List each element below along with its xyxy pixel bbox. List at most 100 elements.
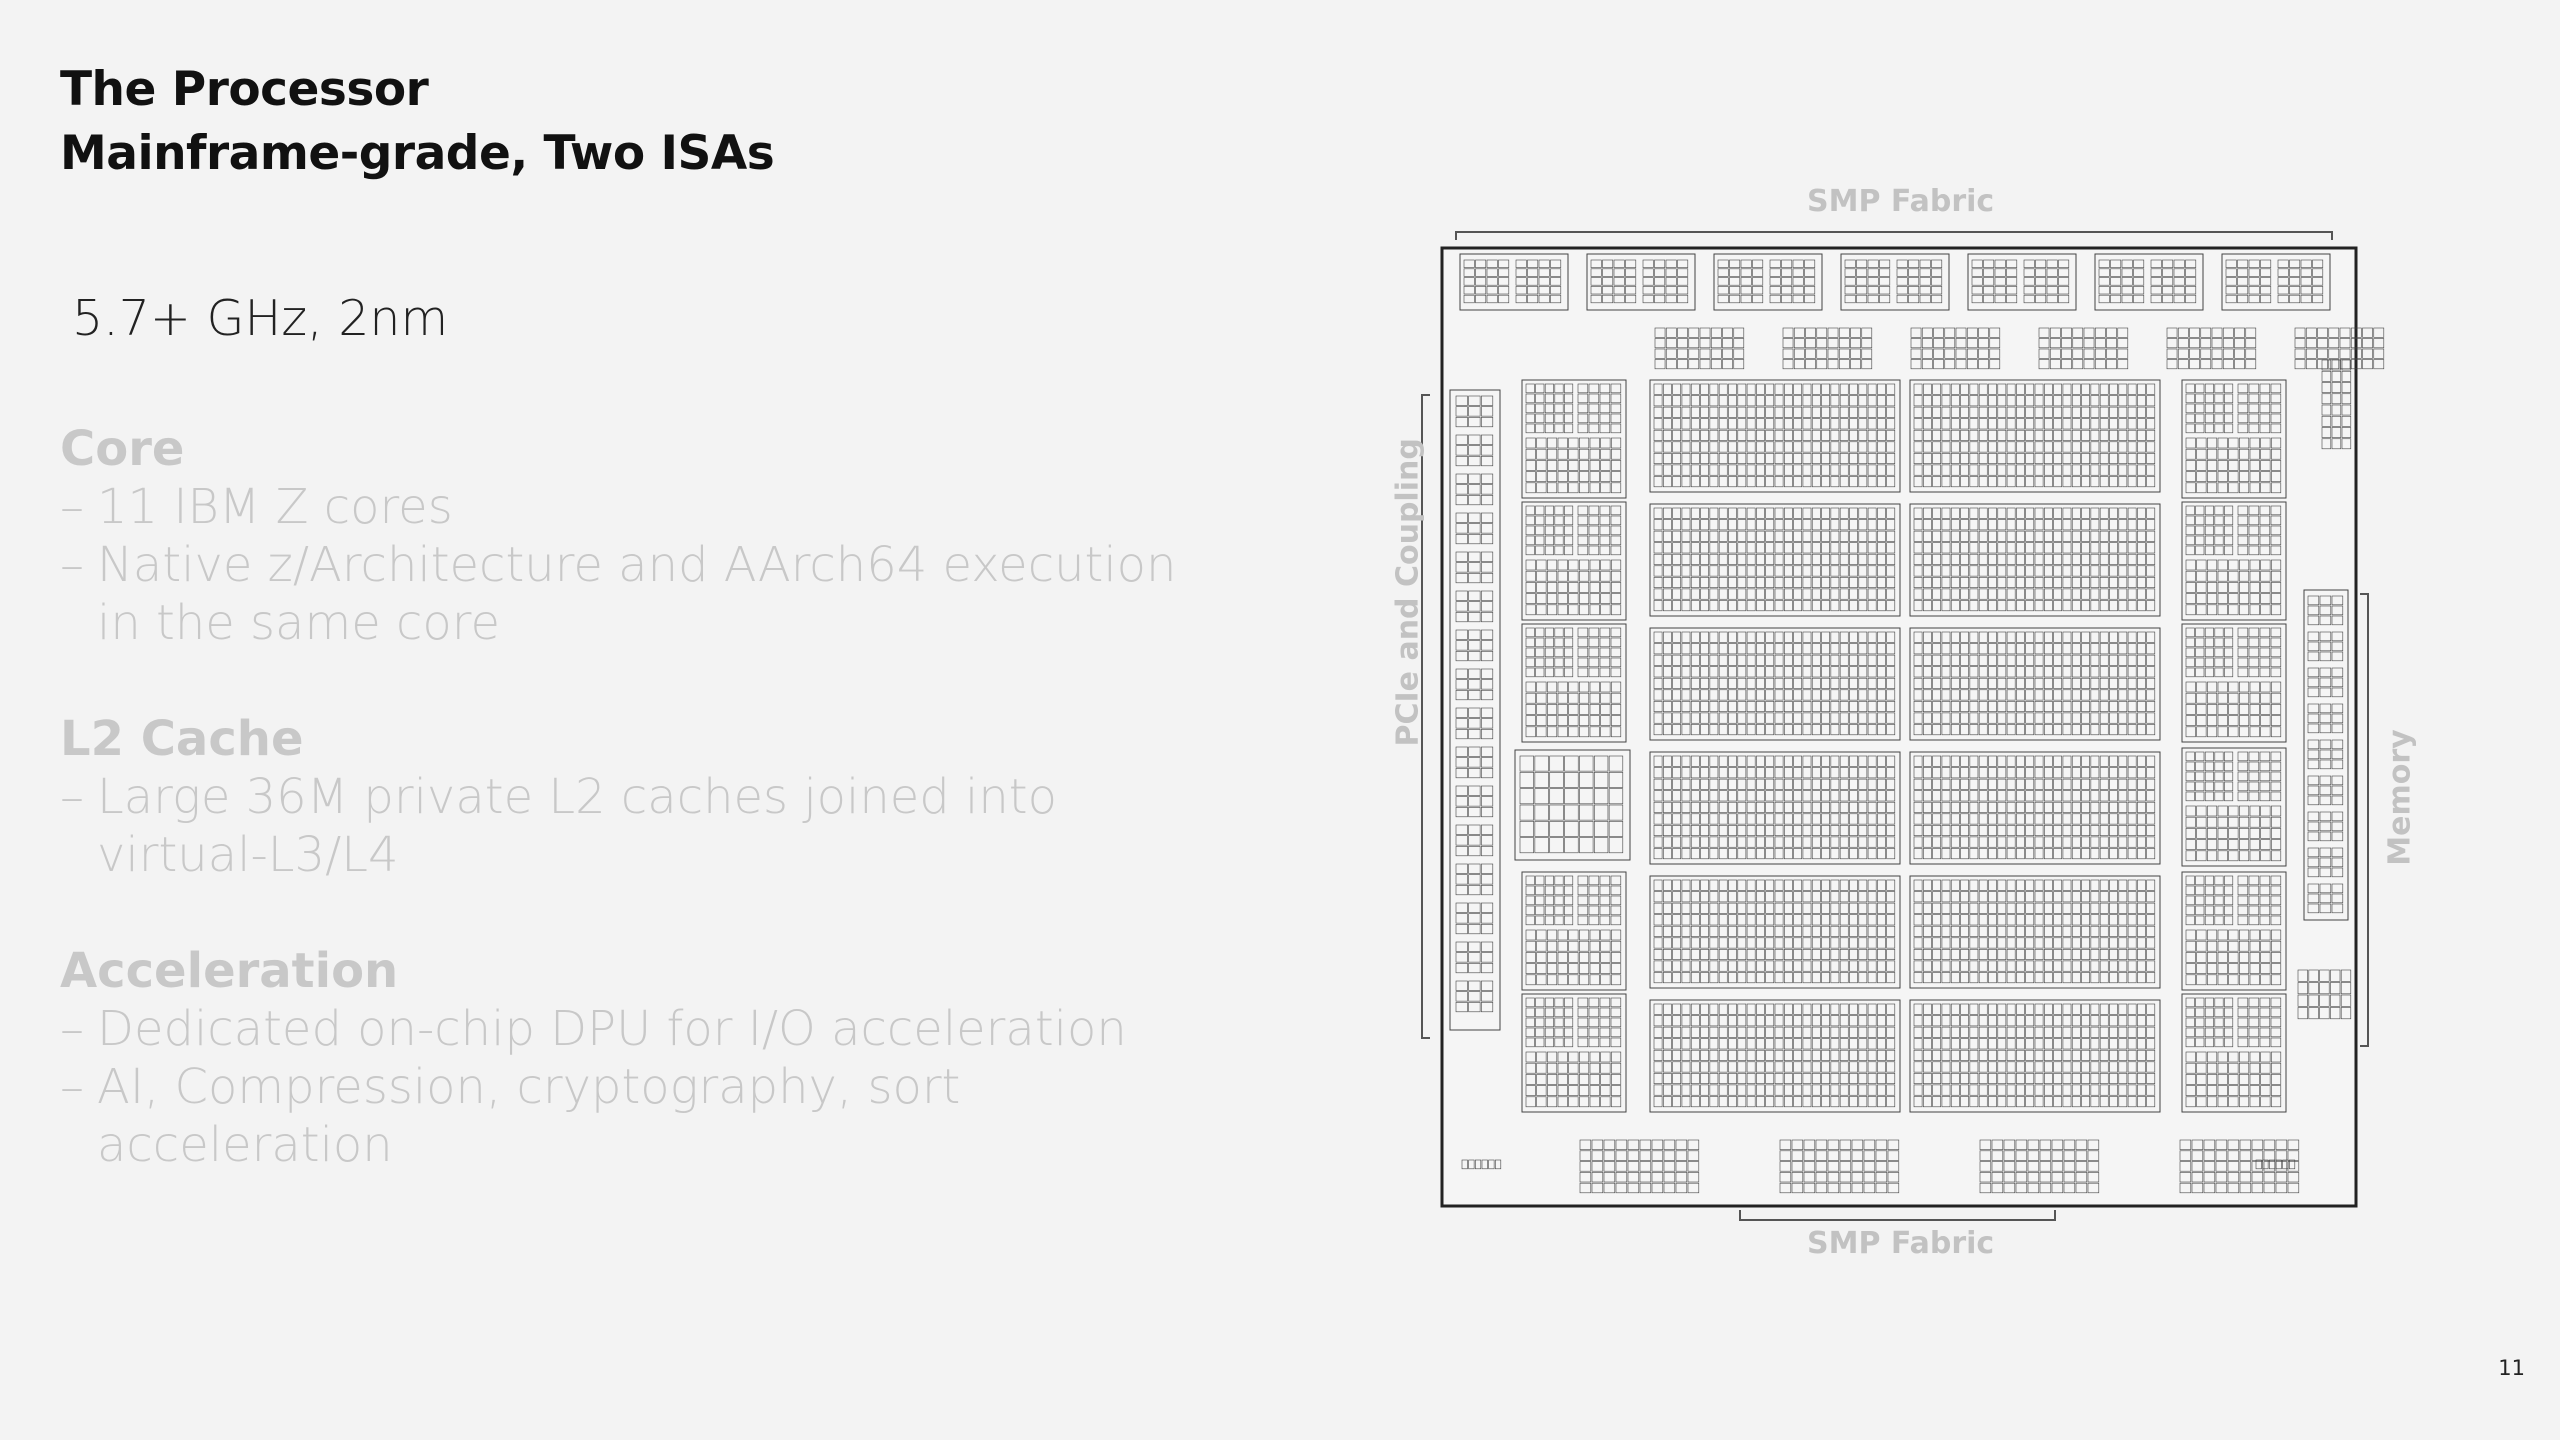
l2-cell xyxy=(1950,530,1960,542)
bottom-bracket xyxy=(1739,1210,2056,1221)
l2-cell xyxy=(1997,1096,2007,1108)
l2-cell xyxy=(1839,1026,1849,1038)
smp-cell xyxy=(1804,294,1816,304)
core-cell xyxy=(1568,974,1579,986)
l2-cell xyxy=(1802,790,1812,802)
l2-cell xyxy=(2090,813,2100,825)
pcie-cell xyxy=(1468,395,1481,406)
core-cell xyxy=(1568,593,1579,604)
smp-cell xyxy=(1896,277,1908,286)
l2-cell xyxy=(2090,902,2100,914)
l2-cell xyxy=(1672,767,1682,779)
l2-cell xyxy=(1811,418,1821,430)
l2-cell xyxy=(1849,925,1858,937)
l2-cell xyxy=(1672,937,1682,949)
l2-cell xyxy=(1756,565,1765,577)
l2-cell xyxy=(2109,1049,2118,1061)
smp-cell xyxy=(2277,294,2289,304)
l2-cell xyxy=(1653,654,1663,666)
core-cell xyxy=(2185,816,2196,828)
bottom-fabric-cell xyxy=(1887,1139,1900,1150)
top-logic-cell xyxy=(1933,359,1944,370)
core-cell xyxy=(2271,1085,2282,1096)
l2-cell xyxy=(1653,1084,1663,1096)
l2-cell xyxy=(2099,507,2109,519)
top-logic-cell xyxy=(1989,348,2001,359)
top-logic-cell xyxy=(1688,338,1700,349)
core-cell xyxy=(2248,1027,2260,1038)
l2-cell xyxy=(1988,801,1997,813)
l2-cell xyxy=(1988,643,1997,655)
smp-cell xyxy=(1931,277,1943,286)
smp-cell xyxy=(1665,259,1677,268)
smp-cell xyxy=(2006,294,2018,304)
l2-cell xyxy=(2081,631,2090,643)
top-logic-cell xyxy=(2305,348,2317,359)
l2-cell xyxy=(1978,925,1988,937)
l2-cell xyxy=(2127,464,2137,476)
core-cell xyxy=(1554,515,1564,526)
l2-cell xyxy=(2137,588,2146,600)
l2-cell xyxy=(1821,464,1830,476)
l2-cell xyxy=(1774,891,1784,903)
l2-cell xyxy=(2090,1073,2100,1084)
core-cell xyxy=(1599,885,1611,896)
l2-cell xyxy=(2099,813,2109,825)
l2-cell xyxy=(2025,577,2035,588)
l2-cell xyxy=(2016,565,2025,577)
dpu-cell xyxy=(1549,821,1564,837)
l2-cell xyxy=(2118,1003,2128,1015)
core-cell xyxy=(1525,715,1536,726)
core-cell xyxy=(2248,393,2260,404)
l2-cell xyxy=(2081,418,2090,430)
l2-cell xyxy=(1941,1049,1951,1061)
bottom-fabric-cell xyxy=(1615,1182,1628,1194)
l2-cell xyxy=(1941,689,1951,701)
l2-cell xyxy=(1839,542,1849,554)
l2-cell xyxy=(2034,937,2044,949)
core-cell xyxy=(1611,582,1622,593)
l2-cell xyxy=(2053,507,2063,519)
l2-cell xyxy=(1728,1015,1737,1027)
l2-cell xyxy=(1663,813,1672,825)
core-cell xyxy=(1554,423,1564,434)
l2-cell xyxy=(2090,972,2100,984)
l2-cell xyxy=(1997,879,2007,891)
l2-cell xyxy=(2109,1061,2118,1073)
l2-cell xyxy=(1765,778,1775,790)
l2-cell xyxy=(1737,801,1747,813)
l2-cell xyxy=(1941,600,1951,612)
l2-cell xyxy=(1988,1038,1997,1050)
core-cell xyxy=(2237,535,2249,546)
l2-cell xyxy=(1858,654,1868,666)
l2-cell xyxy=(1811,701,1821,712)
core-cell xyxy=(2196,604,2207,616)
l2-cell xyxy=(2137,565,2146,577)
l2-cell xyxy=(1932,507,1942,519)
l2-cell xyxy=(1811,553,1821,565)
l2-cell xyxy=(1746,937,1756,949)
pcie-cell xyxy=(1455,941,1468,952)
l2-cell xyxy=(1821,577,1830,588)
smp-cell xyxy=(1804,277,1816,286)
core-cell xyxy=(1525,559,1536,571)
l2-cell xyxy=(2053,891,2063,903)
core-cell xyxy=(1579,726,1590,738)
l2-cell xyxy=(2090,925,2100,937)
core-cell xyxy=(1525,460,1536,471)
l2-cell xyxy=(1821,914,1830,926)
l2-cell xyxy=(1746,801,1756,813)
l2-cell xyxy=(1811,441,1821,453)
l2-cell xyxy=(1774,1049,1784,1061)
pcie-cell xyxy=(1455,835,1468,846)
l2-cell xyxy=(1858,972,1868,984)
smp-cell xyxy=(1804,259,1816,268)
l2-cell xyxy=(1793,553,1803,565)
bottom-fabric-cell xyxy=(2027,1172,2040,1183)
core-cell xyxy=(2196,1051,2207,1063)
l2-cell xyxy=(1700,453,1709,464)
l2-cell xyxy=(2016,1038,2025,1050)
top-logic-cell xyxy=(2106,338,2117,349)
core-cell xyxy=(1525,515,1535,526)
l2-cell xyxy=(2062,949,2072,960)
